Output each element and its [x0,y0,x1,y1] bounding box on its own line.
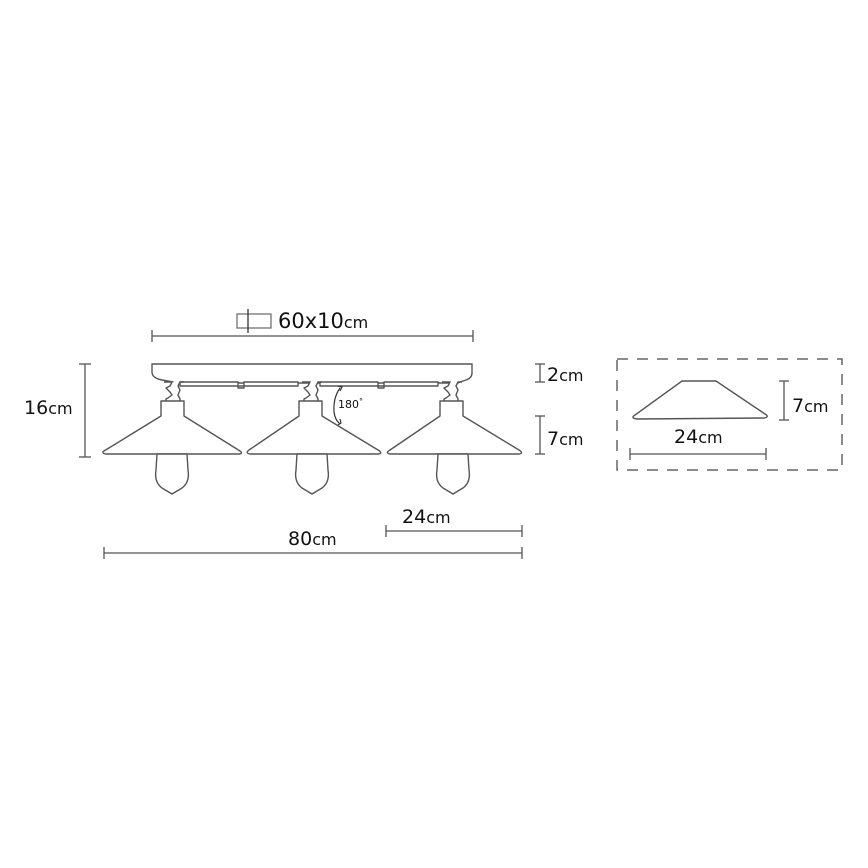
shade-height-label: 7cm [547,428,583,450]
lamp-1-shade [102,400,243,455]
rotation-label: 180° [338,397,363,411]
detail-shade [632,380,768,420]
total-width-dimension: 80cm [103,528,523,559]
shade-height-dimension: 7cm [535,415,583,455]
lamp-3 [386,381,523,495]
plate-thickness-dimension: 2cm [535,363,583,386]
total-height-label: 16cm [24,397,73,419]
shade-width-label: 24cm [402,506,451,528]
plate-size-dimension: 60x10cm [151,309,474,342]
lamp-2-shade [246,400,382,455]
shade-detail-view: 7cm 24cm [616,358,843,471]
lamp-1 [102,381,243,495]
lamp-1-bulb [154,453,190,495]
detail-shade-width-dimension: 24cm [629,426,767,460]
lamp-2-bulb [294,453,330,495]
rectangle-plate-icon [236,309,272,333]
lamp-3-bulb [435,453,471,495]
plate-thickness-label: 2cm [547,364,583,386]
detail-shade-width-label: 24cm [674,426,723,448]
detail-shade-height-dimension: 7cm [779,380,828,421]
rotation-arrow-icon [333,385,343,426]
total-width-label: 80cm [288,528,337,550]
plate-size-label: 60x10cm [278,309,368,333]
lamp-2: 180° [246,381,382,495]
detail-shade-height-label: 7cm [792,395,828,417]
shade-width-dimension: 24cm [385,506,523,537]
ceiling-canopy-bar [151,363,473,389]
lamp-3-shade [386,400,523,455]
total-height-dimension: 16cm [24,363,91,458]
